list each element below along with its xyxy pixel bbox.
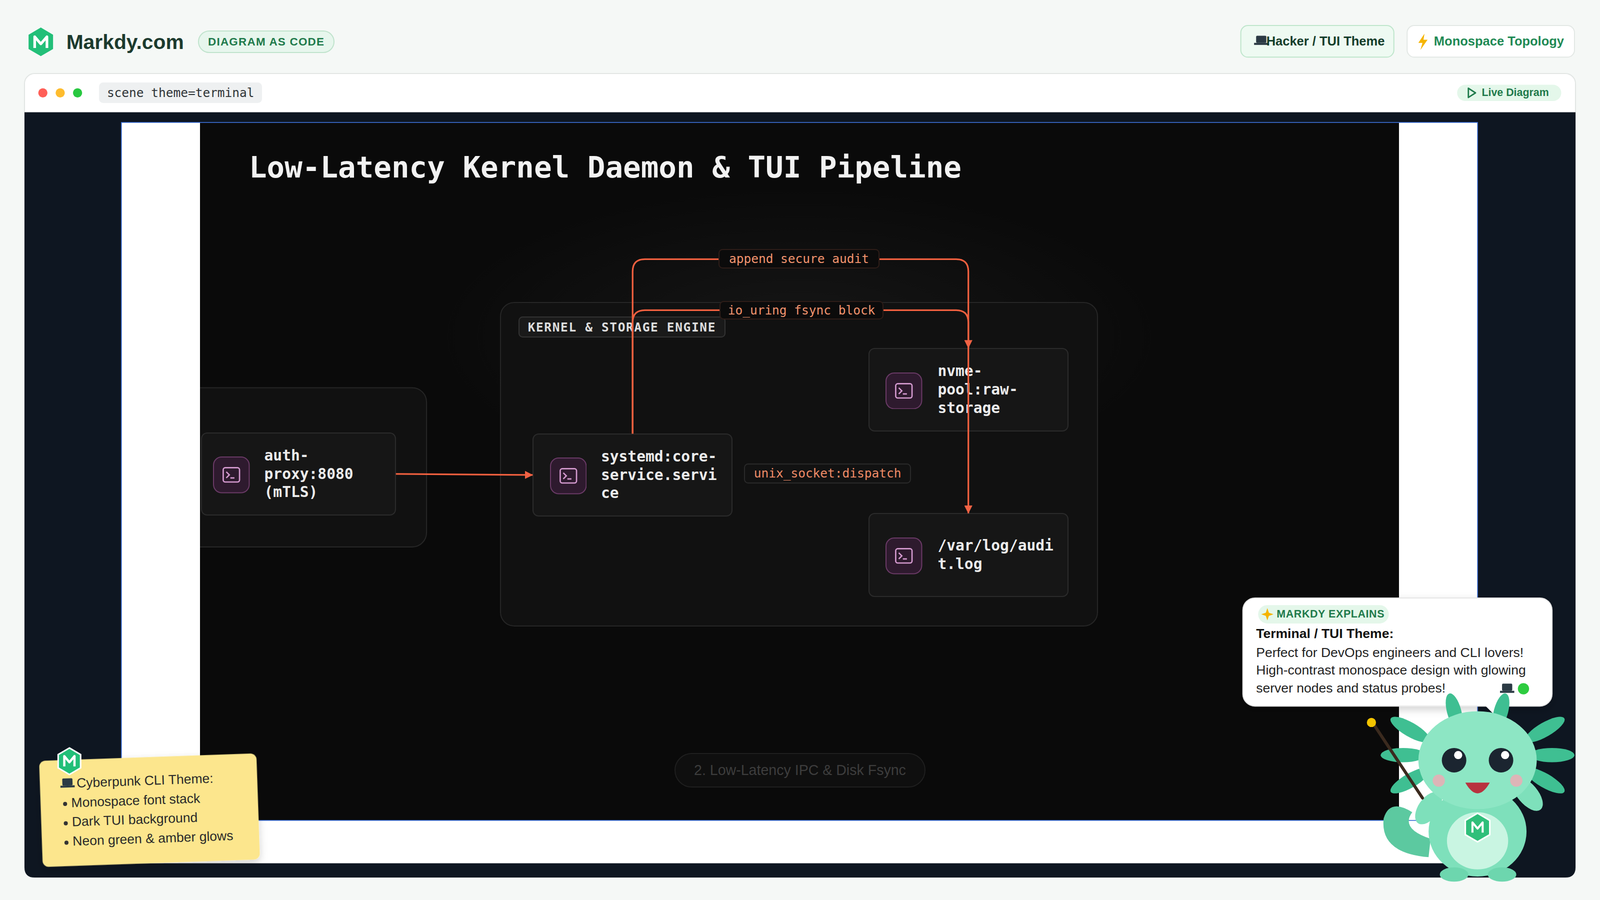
theme-button-frame [1241,25,1575,57]
mascot [1432,774,1445,787]
speech-bubble [1500,691,1515,693]
terminal-icon [885,537,922,574]
speech-bubble [1502,683,1512,691]
speech-bubble [1518,683,1529,694]
diagram-canvas [200,122,1399,821]
mascot [1465,782,1490,793]
step-caption: 2. Low-Latency IPC & Disk Fsync [674,753,926,788]
explainer-badge: MARKDY EXPLAINS [1258,605,1389,624]
mascot [1510,774,1522,787]
brand-logo [28,27,53,56]
explainer-body: Perfect for DevOps engineers and CLI lov… [1256,644,1530,701]
connector-arrow [396,474,533,475]
mascot [1442,748,1467,773]
sticky-note [63,821,68,825]
theme-button-frame [1241,25,1394,57]
note-logo [58,748,81,775]
speech-bubble [1258,605,1389,624]
app-window [55,88,65,98]
service-box: nvme-pool:raw-storage [868,348,1069,432]
brand-name: Markdy.com [66,29,199,55]
service-name: /var/log/audit.log [937,536,1056,573]
brand-logo [34,36,47,48]
mascot [1454,751,1462,759]
diagram-canvas [200,388,427,547]
app-window [1468,88,1476,98]
mascot [1367,718,1376,727]
theme-button-frame [1407,25,1575,57]
scene-command: scene theme=terminal [99,82,263,103]
connector-arrow [632,310,968,434]
service-name: systemd:core-service.service [601,447,720,503]
note-logo [64,756,75,766]
app-window [1457,84,1561,101]
speech-bubble [1243,598,1552,706]
edge-label: io_uring fsync block [719,301,884,320]
service-box: /var/log/audit.log [868,513,1069,597]
speech-bubble [1261,608,1273,620]
theme-button: Hacker / TUI Theme [1241,25,1394,57]
mascot [1489,748,1514,773]
theme-button-frame [1418,33,1428,50]
theme-button: Monospace Topology [1407,25,1575,57]
sticky-note [63,802,67,806]
mascot [1472,822,1483,833]
service-box: systemd:core-service.service [532,433,733,516]
mascot [1418,711,1537,809]
edge-label: append secure audit [718,249,880,269]
service-name: nvme-pool:raw-storage [937,362,1056,417]
note-logo [58,748,81,775]
terminal-icon [550,457,587,494]
mascot [1447,812,1508,869]
live-badge: Live Diagram [1457,84,1561,101]
sticky-note [60,785,75,788]
sticky-note [64,840,69,845]
service-name: auth-proxy:8080 (mTLS) [264,446,383,502]
explainer-heading: Terminal / TUI Theme: [1256,624,1542,643]
group-heading: KERNEL & STORAGE ENGINE [518,316,726,338]
socket-label: unix_socket:dispatch [744,463,912,484]
theme-button-frame [1254,43,1269,45]
app-window [24,112,1576,878]
theme-button-frame [1256,35,1266,43]
diagram-canvas [121,122,1478,864]
app-window [24,73,1576,878]
sticky-note [62,778,73,786]
app-window [38,88,48,98]
terminal-icon [885,372,922,409]
brand-logo [28,27,53,56]
mascot [1372,722,1423,798]
mascot [1488,867,1517,882]
diagram-canvas [121,122,1478,821]
mascot [1465,813,1490,842]
terminal-icon [213,456,250,493]
diagram-title: Low-Latency Kernel Daemon & TUI Pipeline [249,147,1270,188]
diagram-canvas [121,122,1478,864]
mascot [1440,867,1469,882]
app-window [73,88,82,98]
connector-arrow [632,259,968,513]
app-window [24,73,1576,878]
tag-badge: DIAGRAM AS CODE [198,30,335,53]
mascot [1501,751,1509,759]
service-box: auth-proxy:8080 (mTLS) [201,432,396,515]
mascot [1367,691,1575,882]
